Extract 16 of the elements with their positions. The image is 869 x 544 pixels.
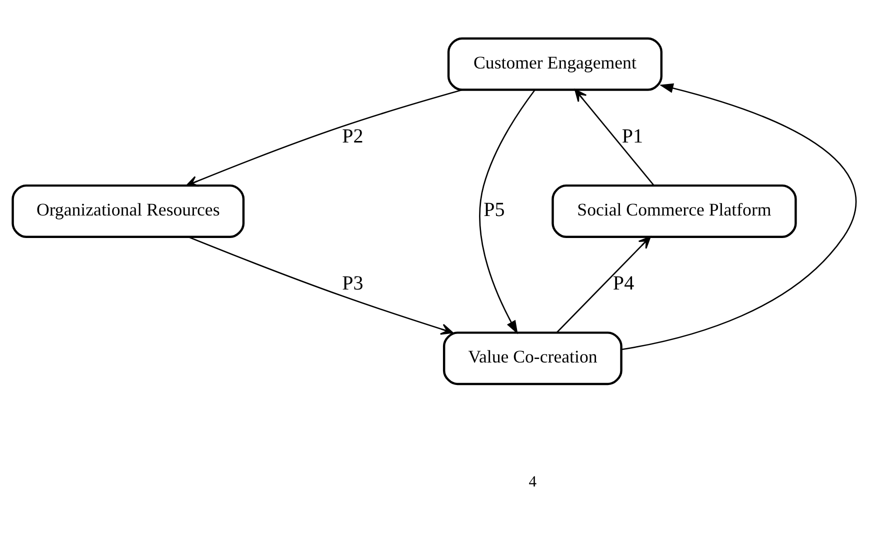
edge-label: P2 [342, 125, 364, 148]
edge-label: P1 [622, 125, 644, 148]
arrow [574, 88, 654, 186]
arrow [186, 88, 463, 186]
node-box: Organizational Resources [12, 184, 245, 238]
edge-label: P4 [612, 272, 634, 294]
edge-label: P5 [484, 198, 505, 221]
node-box: Social Commerce Platform [552, 184, 797, 238]
arrow [556, 236, 651, 332]
arrow [621, 82, 856, 350]
arrow [188, 236, 454, 334]
edge-label: P3 [342, 272, 364, 294]
label: 4 [528, 473, 537, 490]
node-box: Customer Engagement [447, 36, 663, 90]
arrow [479, 89, 536, 334]
node-box: Value Co-creation [442, 331, 622, 385]
